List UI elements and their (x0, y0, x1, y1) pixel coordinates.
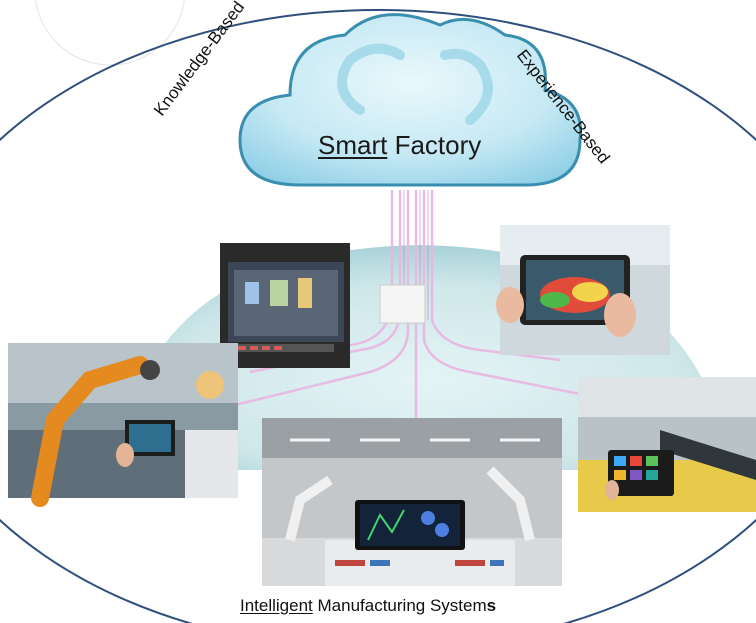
robot-arm-image (8, 343, 238, 507)
title-underlined-word: Smart (318, 130, 388, 160)
footer-middle: Manufacturing System (312, 596, 487, 615)
hmi-panel-image (220, 243, 350, 368)
tablet-heatmap-image (496, 225, 670, 355)
footer-caption: Intelligent Manufacturing Systems (240, 596, 496, 616)
faint-circle (35, 0, 185, 66)
title-rest: Factory (387, 130, 482, 160)
hub-box (379, 284, 426, 324)
factory-floor-image (262, 418, 562, 586)
cloud-title: Smart Factory (318, 130, 481, 161)
cloud-icon (238, 13, 583, 187)
footer-bold-tail: s (486, 596, 497, 615)
footer-underlined-word: Intelligent (240, 596, 313, 615)
warehouse-image (578, 377, 756, 512)
outer-ellipse (0, 9, 756, 623)
